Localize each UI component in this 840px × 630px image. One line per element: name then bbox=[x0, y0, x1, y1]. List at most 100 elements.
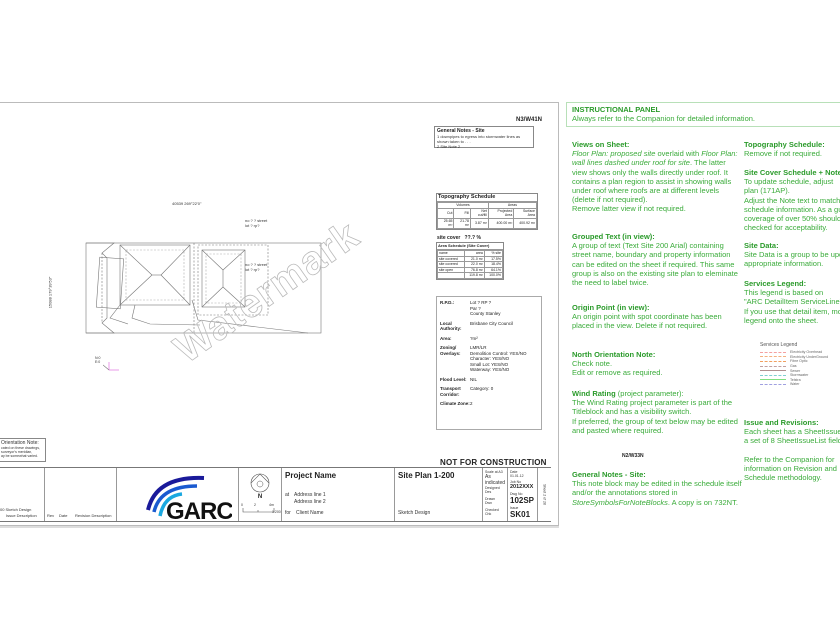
instructional-panel-title: INSTRUCTIONAL PANEL bbox=[572, 105, 661, 114]
arc-logo-icon: GARC bbox=[146, 475, 232, 520]
topo-cell: 3.87 m³ bbox=[469, 217, 489, 229]
issue-cell: 00 Sketch Design Issue Description bbox=[0, 468, 45, 521]
site-data-key: Local Authority: bbox=[440, 320, 462, 332]
svg-text:N: N bbox=[258, 494, 262, 500]
note-site-cover-schedule: Site Cover Schedule + Note: To update sc… bbox=[744, 168, 840, 232]
revision-header-rev: Rev bbox=[47, 513, 55, 518]
boundary-bearing-top: 40539 269°22'0" bbox=[172, 201, 202, 206]
revision-cell: Rev Date Revision Description bbox=[45, 468, 117, 521]
note-body: Site Data is a group to be updated witha… bbox=[744, 250, 840, 269]
topo-cell: 400.92 m² bbox=[513, 217, 537, 229]
site-data-key: Zoning/ Overlays: bbox=[440, 345, 461, 356]
scale-tick-0: 0 bbox=[241, 503, 243, 507]
site-cover-value: ??.? % bbox=[464, 235, 481, 241]
site-data-value: Category: 0 bbox=[470, 386, 494, 391]
issue-label: Issue bbox=[510, 506, 519, 510]
job-label: Job No bbox=[510, 480, 522, 484]
topo-header: Projected Area bbox=[487, 207, 515, 219]
note-body: Each sheet has a SheetIssue anda set of … bbox=[744, 427, 840, 446]
sheet-status: Sketch Design bbox=[398, 510, 431, 516]
legend-label: Water bbox=[790, 382, 800, 387]
legend-label: Gas bbox=[790, 364, 797, 369]
logo-cell: GARC bbox=[117, 468, 239, 521]
site-data-panel: R.P.D.: Lot ? RP ? Par ? County Stanley L… bbox=[436, 296, 542, 430]
legend-label: Sewer bbox=[790, 368, 801, 373]
note-body: An origin point with spot coordinate has… bbox=[572, 312, 722, 331]
site-cover-label: site cover bbox=[437, 235, 461, 241]
scale-value: As indicated bbox=[485, 474, 506, 486]
area-cell: 64.1% bbox=[483, 266, 504, 273]
table-row: 25.65 m³ 21.78 m³ 3.87 m³ 400.00 m² 400.… bbox=[436, 217, 537, 229]
legend-row: Electricity UnderGround bbox=[760, 355, 840, 360]
legend-label: Electricity UnderGround bbox=[790, 354, 829, 359]
services-legend-title: Services Legend bbox=[760, 342, 798, 348]
area-cell: 21.0 m² bbox=[463, 255, 485, 262]
job-value: 2012XXX bbox=[510, 484, 534, 490]
site-data-value: LMR/LR Demolition Control: YES/NO Charac… bbox=[470, 345, 527, 372]
instructional-panel-subtitle: Always refer to the Companion for detail… bbox=[572, 114, 756, 123]
note-views-on-sheet: Views on Sheet: Floor Plan: proposed sit… bbox=[572, 140, 742, 214]
not-for-construction-label: NOT FOR CONSTRUCTION bbox=[440, 458, 547, 467]
instructional-panel-header: INSTRUCTIONAL PANEL Always refer to the … bbox=[566, 102, 840, 127]
note-services-legend: Services Legend: This legend is based on… bbox=[744, 279, 840, 325]
site-data-key: Area: bbox=[440, 335, 452, 341]
site-data-row: Flood Level:NIL bbox=[440, 377, 538, 383]
topo-header: Net cut/fill bbox=[469, 207, 489, 219]
topo-cell: 400.00 m² bbox=[487, 217, 515, 229]
scale-tick-4: 4m bbox=[269, 503, 274, 507]
boundary-bearing-side: 15088 179°39'53" bbox=[47, 276, 53, 309]
address-prefix: at bbox=[285, 492, 290, 498]
site-data-key: Climate Zone: bbox=[440, 401, 470, 406]
scale-tick-2: 2 bbox=[254, 503, 256, 507]
general-notes-site: General Notes - Site 1 downpipes to egre… bbox=[434, 126, 534, 149]
services-legend: Services Legend Electricity Overhead Ele… bbox=[760, 342, 840, 387]
site-data-key: Flood Level: bbox=[440, 376, 467, 382]
note-body: Check note.Edit or remove as required. bbox=[572, 359, 663, 378]
site-data-key: R.P.D.: bbox=[440, 300, 455, 305]
legend-row: Water bbox=[760, 382, 840, 387]
area-cell: 17.5% bbox=[483, 255, 504, 262]
note-body: The Wind Rating project parameter is par… bbox=[572, 398, 738, 435]
site-cover: site cover ??.? % bbox=[437, 235, 481, 241]
legend-row: Stormwater bbox=[760, 373, 840, 378]
legend-row: Electricity Overhead bbox=[760, 350, 840, 355]
dwg-label: Dwg No bbox=[510, 492, 523, 496]
topography-schedule: Topography Schedule Volumes Areas Cut Fi… bbox=[436, 193, 538, 230]
client-prefix: for bbox=[285, 510, 291, 516]
issue-row: 00 Sketch Design bbox=[0, 507, 32, 512]
topo-header: Fill bbox=[453, 207, 471, 219]
note-heading: Wind Rating bbox=[572, 389, 616, 398]
site-data-value: Lot ? RP ? Par ? County Stanley bbox=[470, 300, 501, 316]
neighbour-lot-label: no ? ? street lot ? rp? bbox=[245, 218, 268, 228]
note-heading: Site Cover Schedule + Note: bbox=[744, 168, 840, 177]
legend-row: Fibre Optic bbox=[760, 359, 840, 364]
site-data-row: Local Authority: Brisbane City Council bbox=[440, 321, 538, 332]
lot-label: no ? ? street lot ? rp? bbox=[245, 262, 268, 272]
area-cell: 22.0 m² bbox=[463, 261, 485, 268]
site-data-value: ?m² bbox=[470, 335, 478, 341]
note-issue-revisions: Issue and Revisions: Each sheet has a Sh… bbox=[744, 418, 840, 446]
scale-label: Scale at A3 bbox=[485, 470, 503, 474]
scale-bar-icon bbox=[242, 508, 275, 513]
note-site-data: Site Data: Site Data is a group to be up… bbox=[744, 241, 840, 269]
note-heading: Origin Point (in view): bbox=[572, 303, 650, 312]
address-line-1: Address line 1 bbox=[294, 492, 326, 498]
title-block: 00 Sketch Design Issue Description Rev D… bbox=[0, 467, 551, 522]
site-data-row: Climate Zone:2 bbox=[440, 401, 538, 407]
area-schedule-title: Area Schedule (Site Cover) bbox=[437, 243, 503, 250]
topo-header: Cut bbox=[436, 207, 455, 219]
wind-rating-label: N2/W33N bbox=[622, 453, 644, 459]
dwg-value: 102SP bbox=[510, 496, 535, 505]
checked-label: Checked bbox=[485, 508, 499, 512]
date-label: Date bbox=[510, 470, 518, 474]
general-notes-title: General Notes - Site bbox=[437, 128, 485, 134]
note-heading: Services Legend: bbox=[744, 279, 807, 288]
area-cell bbox=[437, 272, 465, 279]
site-data-value: Brisbane City Council bbox=[470, 320, 514, 326]
note-body: Floor Plan: proposed site overlaid with … bbox=[572, 149, 738, 214]
